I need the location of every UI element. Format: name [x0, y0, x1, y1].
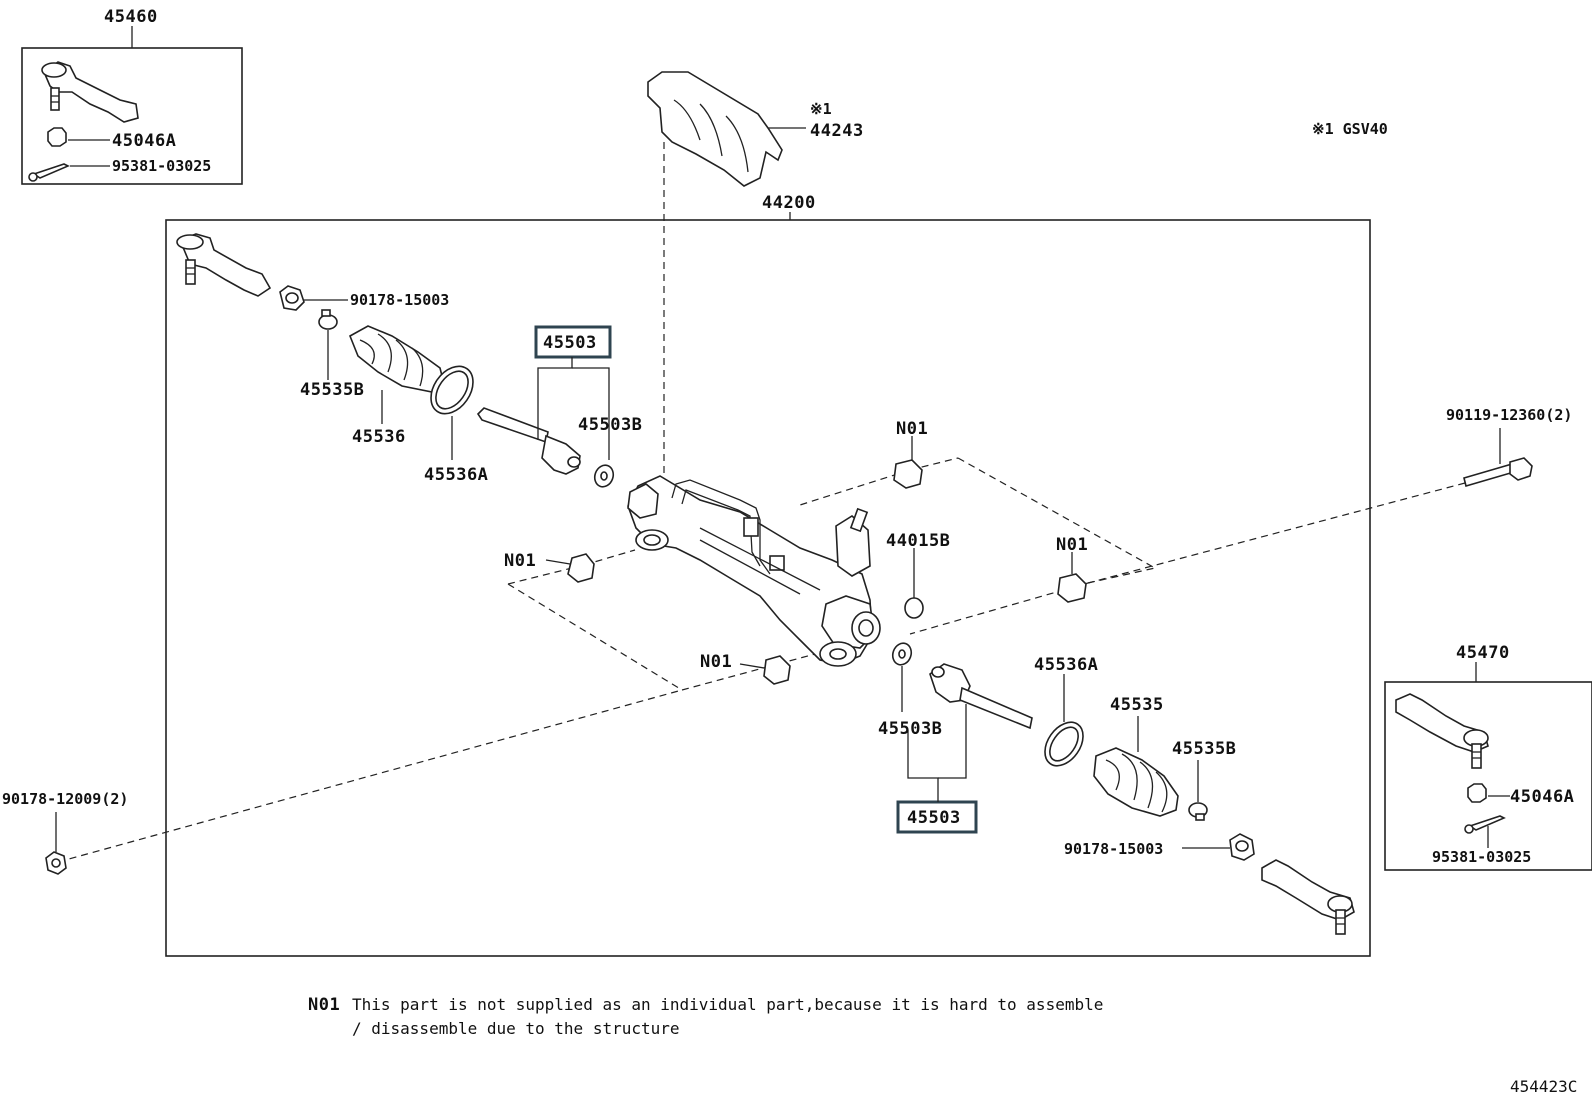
label-45536a-top[interactable]: 45536A: [424, 465, 488, 485]
label-45046a-top[interactable]: 45046A: [112, 131, 176, 151]
boot-45535[interactable]: [1093, 747, 1179, 817]
label-45536a-bottom[interactable]: 45536A: [1034, 655, 1098, 675]
label-45535[interactable]: 45535: [1110, 695, 1164, 715]
label-45536[interactable]: 45536: [352, 427, 406, 447]
bushing-n01-upper[interactable]: [893, 459, 923, 489]
label-45503b-bottom[interactable]: 45503B: [878, 719, 942, 739]
highlight-frame-45503-bottom[interactable]: [896, 800, 978, 834]
label-90178-12009[interactable]: 90178-12009(2): [2, 790, 128, 808]
inset-frame-45470: [1384, 681, 1592, 871]
bushing-n01-right[interactable]: [1057, 573, 1087, 603]
label-90178-15003-bottom[interactable]: 90178-15003: [1064, 840, 1163, 858]
clip-45536a-bottom[interactable]: [1037, 715, 1091, 773]
tie-rod-45503-top[interactable]: [476, 407, 581, 475]
label-n01-upper[interactable]: N01: [896, 419, 928, 439]
nut-45046a-right[interactable]: [1467, 783, 1487, 803]
label-44243[interactable]: 44243: [810, 121, 864, 141]
steering-gear-housing[interactable]: [627, 475, 881, 667]
washer-45503b-bottom[interactable]: [890, 641, 914, 668]
boot-45536[interactable]: [348, 325, 445, 393]
label-90178-15003-top[interactable]: 90178-15003: [350, 291, 449, 309]
label-44015b[interactable]: 44015B: [886, 531, 950, 551]
note-line-2: / disassemble due to the structure: [352, 1019, 680, 1038]
cotter-pin-95381-right[interactable]: [1464, 815, 1506, 834]
label-45535b-top[interactable]: 45535B: [300, 380, 364, 400]
label-95381-top[interactable]: 95381-03025: [112, 157, 211, 175]
nut-90178-15003-top[interactable]: [279, 285, 305, 311]
label-90119-12360[interactable]: 90119-12360(2): [1446, 406, 1572, 424]
note-line-1: This part is not supplied as an individu…: [352, 995, 1103, 1014]
label-95381-right[interactable]: 95381-03025: [1432, 848, 1531, 866]
label-45470[interactable]: 45470: [1456, 643, 1510, 663]
washer-45503b-top[interactable]: [592, 463, 616, 490]
label-45503-bottom[interactable]: 45503: [907, 808, 961, 828]
cotter-pin-95381-top[interactable]: [28, 163, 70, 182]
bushing-n01-lower[interactable]: [763, 655, 791, 685]
label-45535b-bottom[interactable]: 45535B: [1172, 739, 1236, 759]
nut-45046a-top[interactable]: [47, 127, 67, 147]
legend-gsv40: ※1 GSV40: [1312, 120, 1388, 138]
figure-id: 454423C: [1510, 1077, 1577, 1096]
note-code: N01: [308, 995, 340, 1015]
nut-90178-15003-bottom[interactable]: [1229, 833, 1255, 861]
bolt-90119-12360[interactable]: [1463, 457, 1533, 488]
highlight-frame-45503-top[interactable]: [534, 325, 612, 359]
bushing-n01-left[interactable]: [567, 553, 595, 583]
heat-insulator-44243[interactable]: [647, 71, 783, 187]
label-45503b-top[interactable]: 45503B: [578, 415, 642, 435]
tie-rod-end-right[interactable]: [1261, 859, 1355, 935]
label-n01-left[interactable]: N01: [504, 551, 536, 571]
tie-rod-end-left[interactable]: [176, 233, 272, 297]
main-assembly-frame-44200: [165, 219, 1371, 957]
label-n01-lower[interactable]: N01: [700, 652, 732, 672]
label-44200[interactable]: 44200: [762, 193, 816, 213]
clamp-45535b-top[interactable]: [318, 309, 338, 330]
o-ring-44015b[interactable]: [904, 597, 924, 619]
label-45460[interactable]: 45460: [104, 7, 158, 27]
clamp-45535b-bottom[interactable]: [1188, 802, 1208, 821]
dashed-reference-lines: [57, 142, 1466, 863]
clip-45536a-top[interactable]: [422, 358, 481, 421]
label-45503-top[interactable]: 45503: [543, 333, 597, 353]
tie-rod-end-right-inset[interactable]: [1395, 693, 1489, 769]
label-n01-right[interactable]: N01: [1056, 535, 1088, 555]
nut-90178-12009[interactable]: [45, 851, 67, 875]
label-44243-mark: ※1: [810, 100, 832, 118]
tie-rod-45503-bottom[interactable]: [929, 663, 1033, 730]
tie-rod-end-left-inset[interactable]: [41, 61, 139, 123]
label-45046a-right[interactable]: 45046A: [1510, 787, 1574, 807]
